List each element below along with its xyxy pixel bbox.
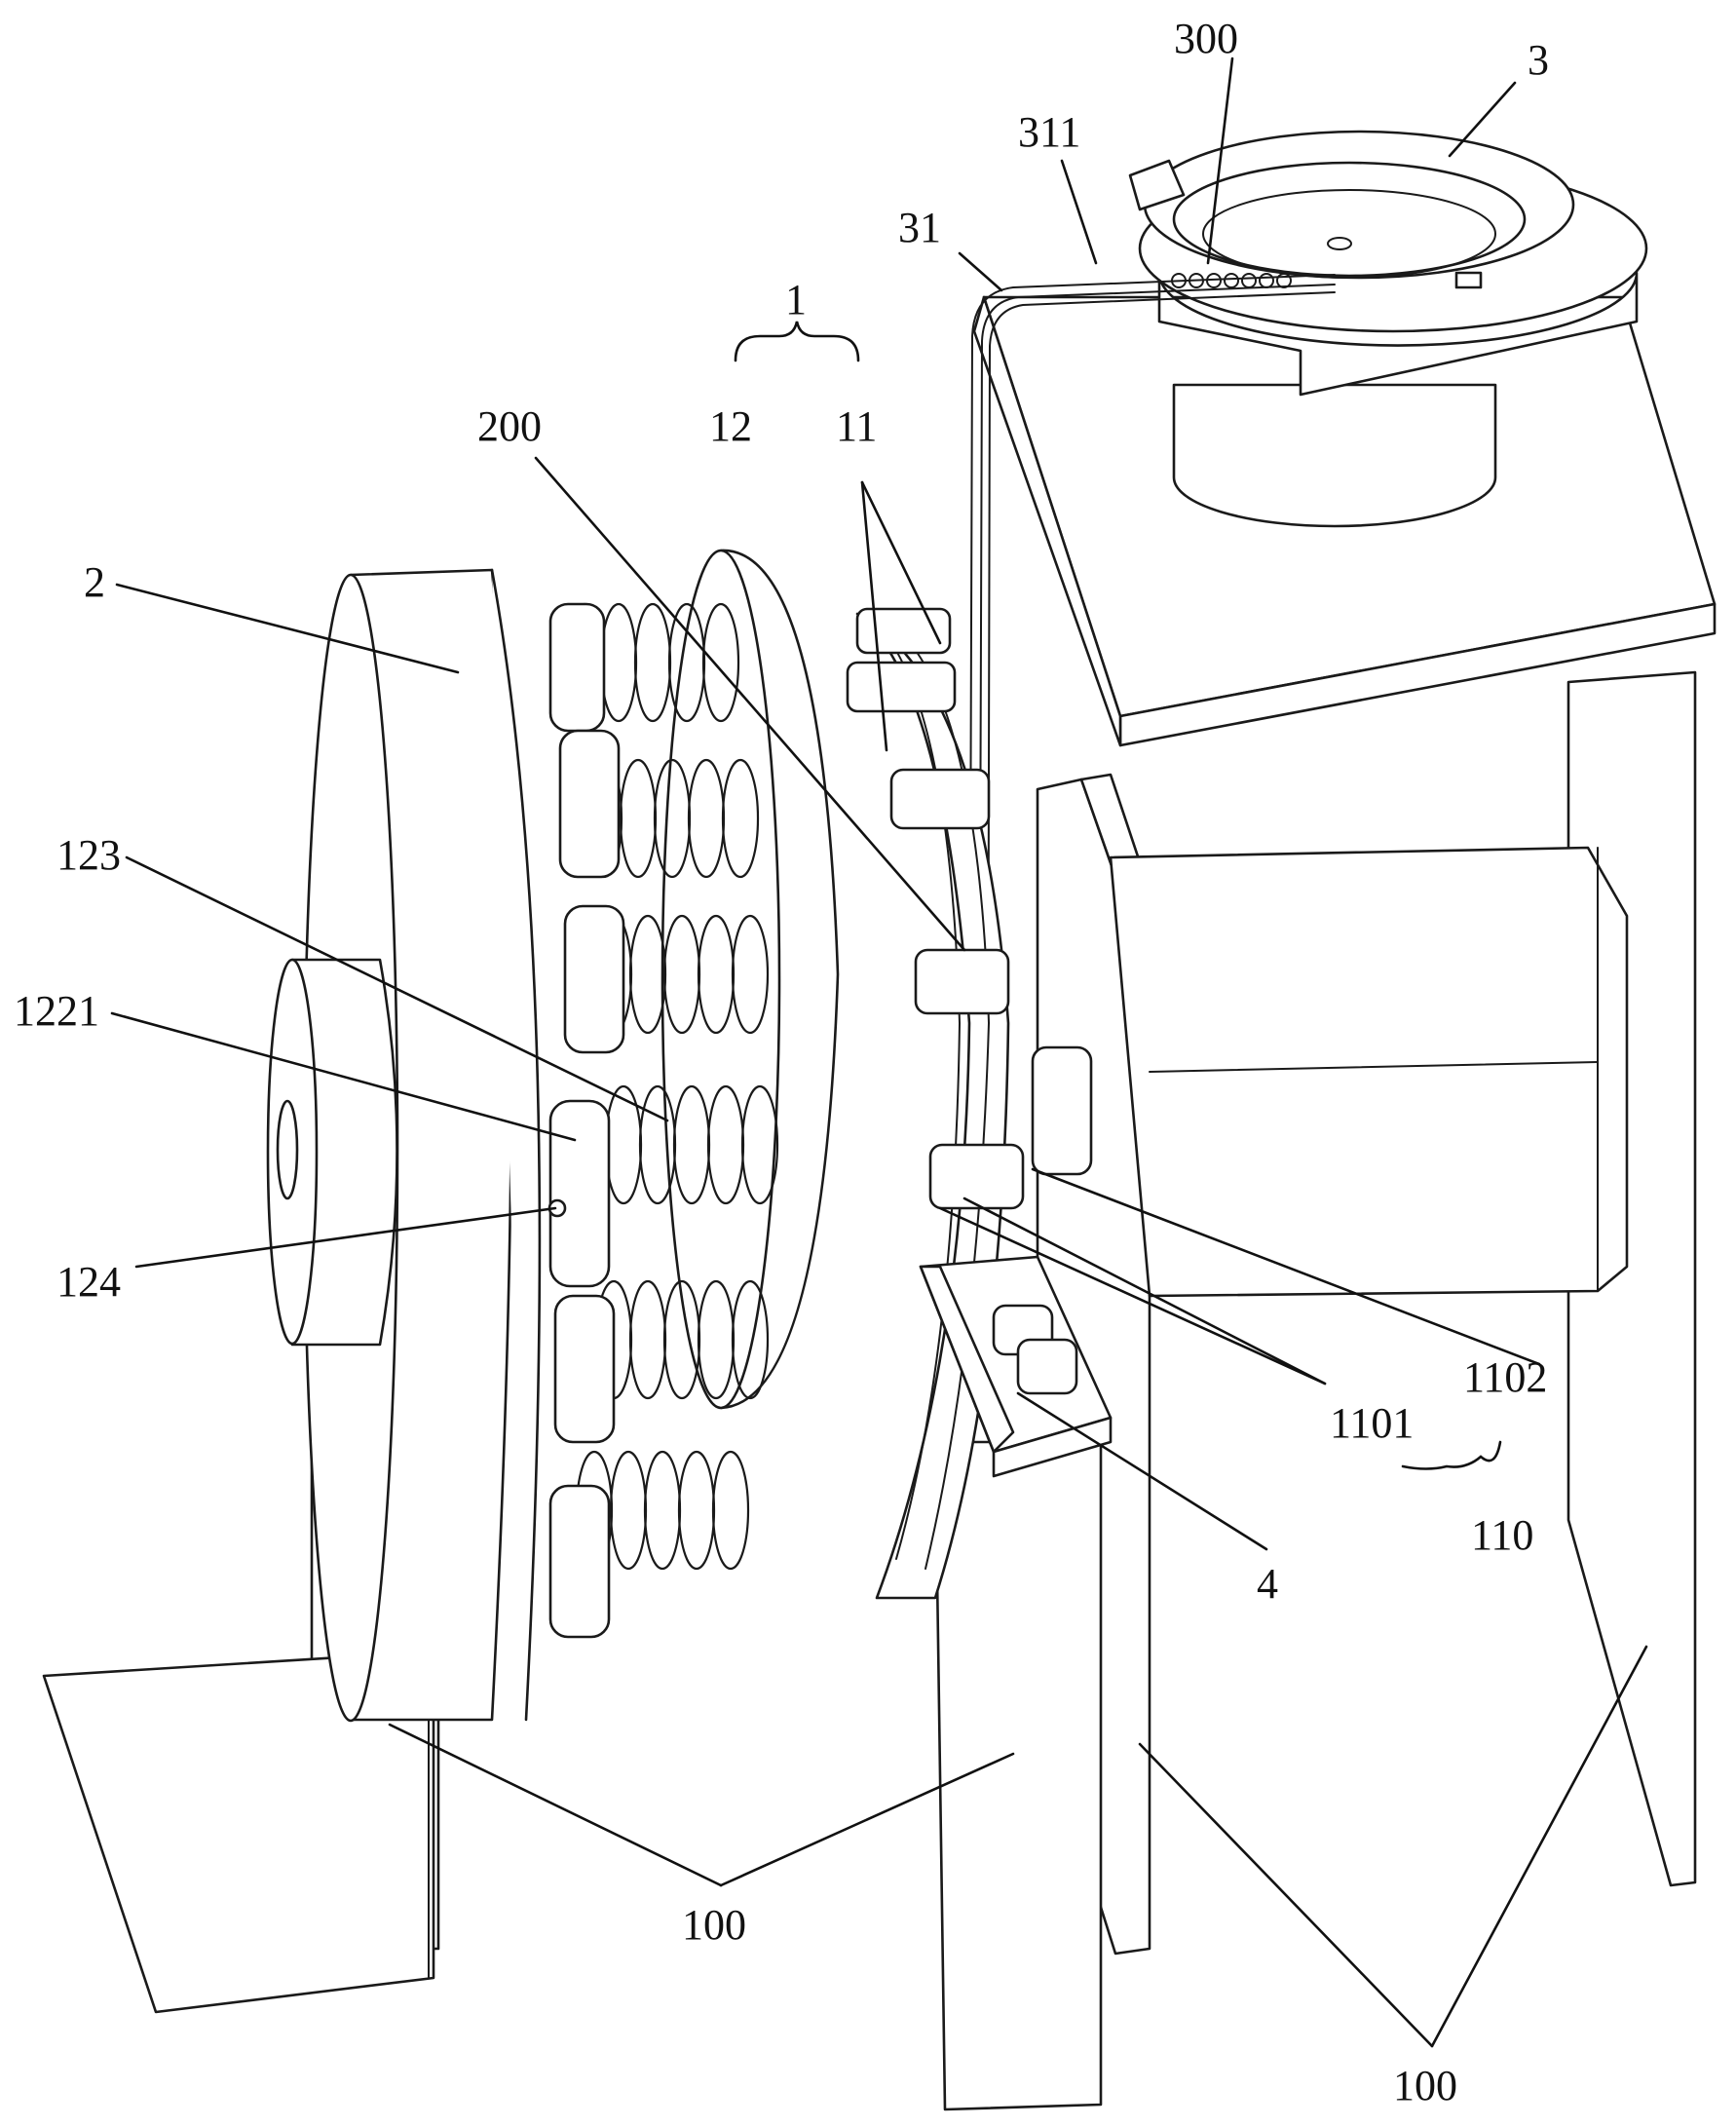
- label-2: 2: [84, 558, 105, 606]
- spring-row-6: [575, 1450, 750, 1571]
- cam-disc-2: [302, 568, 625, 1723]
- label-110: 110: [1471, 1511, 1533, 1559]
- feed-chute: [968, 274, 1336, 1199]
- leader-lines: [110, 57, 1648, 2048]
- label-11: 11: [836, 402, 877, 450]
- label-123: 123: [57, 831, 121, 879]
- label-1: 1: [785, 276, 807, 323]
- output-trough-4: [919, 1255, 1113, 1478]
- label-1102: 1102: [1463, 1353, 1547, 1401]
- label-200: 200: [477, 402, 542, 450]
- spring-row-4: [604, 1084, 779, 1205]
- label-311: 311: [1018, 108, 1080, 156]
- label-100-left: 100: [682, 1901, 746, 1949]
- reference-labels: 300 3 311 31 1 200 12 11 2 123 1221 124 …: [14, 15, 1549, 2109]
- hub: [266, 958, 398, 1347]
- label-300: 300: [1174, 15, 1238, 62]
- spring-row-5: [594, 1279, 770, 1400]
- disc-12: [660, 549, 840, 1410]
- label-3: 3: [1528, 36, 1549, 84]
- label-100-right: 100: [1393, 2062, 1457, 2109]
- label-1101: 1101: [1330, 1399, 1414, 1447]
- label-4: 4: [1257, 1560, 1278, 1608]
- label-1221: 1221: [14, 987, 99, 1035]
- motor-block: [1031, 846, 1629, 1298]
- label-124: 124: [57, 1258, 121, 1306]
- label-31: 31: [898, 204, 941, 251]
- vibratory-bowl-feeder: [1128, 130, 1648, 528]
- label-12: 12: [709, 402, 752, 450]
- spring-plunger-set: [565, 602, 779, 1571]
